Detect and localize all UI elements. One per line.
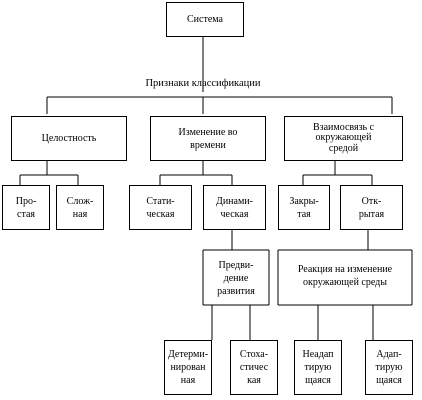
- type-simple-label: Про- стая: [15, 195, 37, 220]
- reaction-node: Реакция на изменение окружающей среды: [279, 252, 411, 300]
- type-adaptive-label: Адап- тирую щаяся: [375, 349, 403, 386]
- group-integrity-label: Целостность: [41, 133, 97, 144]
- type-non-adaptive: Неадап тирую щаяся: [294, 340, 342, 395]
- type-deterministic-label: Детерми- нирован ная: [167, 349, 209, 386]
- reaction-label: Реакция на изменение окружающей среды: [297, 264, 393, 288]
- type-complex: Слож- ная: [56, 185, 104, 230]
- group-time-change-label: Изменение во времени: [178, 126, 238, 151]
- group-time-change: Изменение во времени: [150, 116, 266, 161]
- type-closed-label: Закры- тая: [289, 195, 319, 220]
- group-integrity: Целостность: [11, 116, 127, 161]
- type-static: Стати- ческая: [129, 185, 192, 230]
- type-stochastic-label: Стоха- стичес кая: [239, 349, 269, 386]
- predictability-node: Предви- дение развития: [204, 252, 268, 304]
- type-adaptive: Адап- тирую щаяся: [365, 340, 413, 395]
- group-environment: Взаимосвязь с окружающей средой: [284, 116, 403, 161]
- type-open: Отк- рытая: [340, 185, 403, 230]
- type-dynamic-label: Динами- ческая: [216, 195, 253, 220]
- root-label: Система: [187, 14, 223, 25]
- root-node: Система: [166, 2, 244, 37]
- predictability-label: Предви- дение развития: [217, 259, 255, 297]
- type-non-adaptive-label: Неадап тирую щаяся: [302, 349, 334, 386]
- type-deterministic: Детерми- нирован ная: [164, 340, 212, 395]
- type-dynamic: Динами- ческая: [203, 185, 266, 230]
- type-closed: Закры- тая: [278, 185, 330, 230]
- type-open-label: Отк- рытая: [358, 195, 385, 220]
- type-complex-label: Слож- ная: [66, 195, 94, 220]
- type-stochastic: Стоха- стичес кая: [230, 340, 278, 395]
- group-environment-label: Взаимосвязь с окружающей средой: [312, 121, 375, 154]
- criteria-label: Признаки классификации: [145, 78, 261, 89]
- type-simple: Про- стая: [2, 185, 50, 230]
- type-static-label: Стати- ческая: [146, 195, 175, 220]
